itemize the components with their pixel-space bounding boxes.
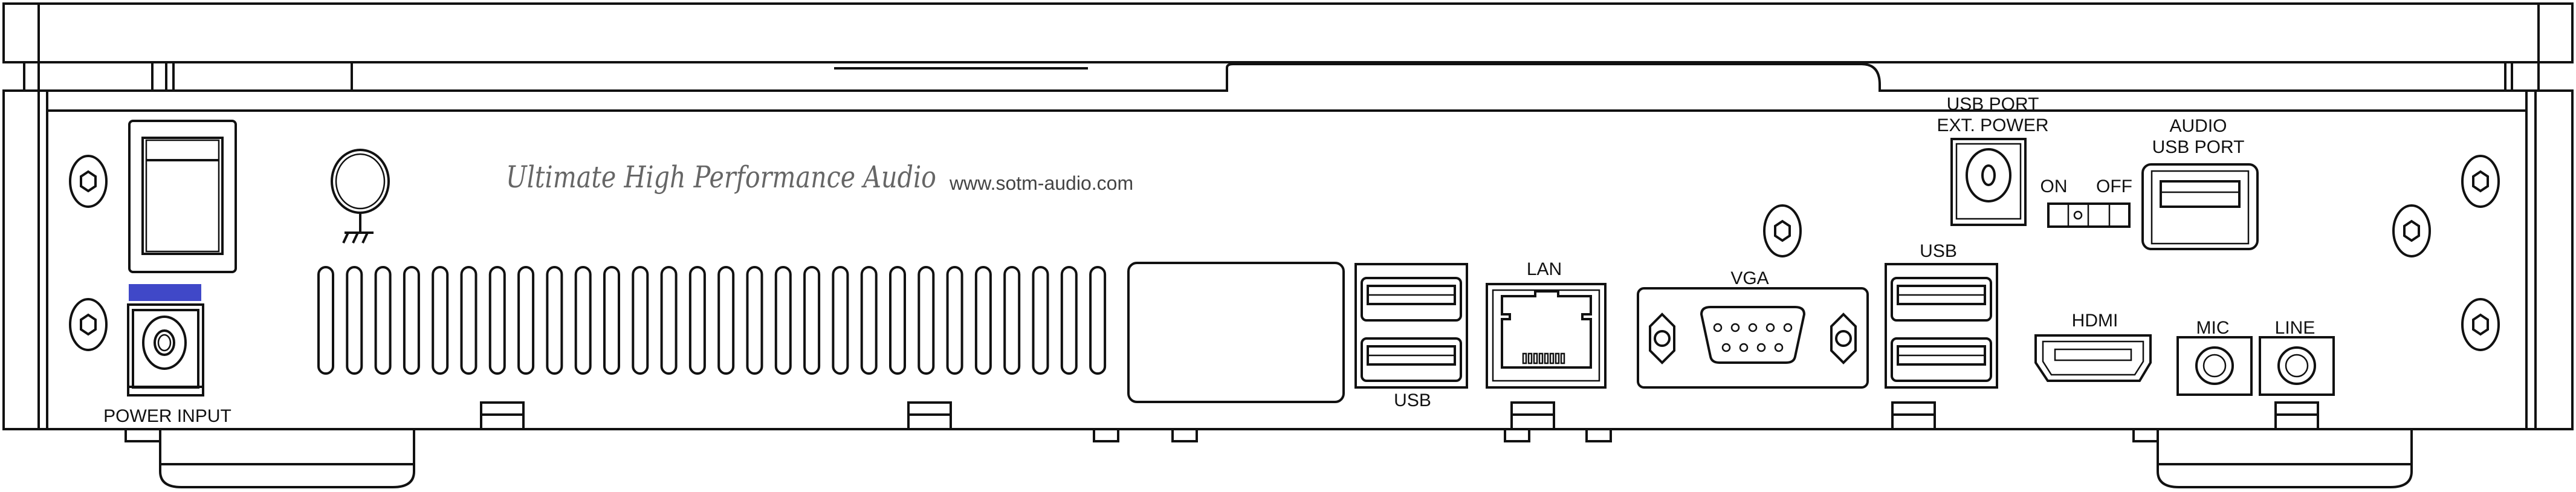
vent-slot xyxy=(603,266,620,375)
vent-slot xyxy=(574,266,592,375)
screw-icon xyxy=(69,155,108,208)
screw-icon xyxy=(69,298,108,351)
power-switch[interactable] xyxy=(128,120,237,273)
vent-slot xyxy=(717,266,735,375)
usb-port[interactable] xyxy=(1891,337,1992,382)
vent-slot xyxy=(946,266,963,375)
usb-power-toggle-switch[interactable] xyxy=(2047,202,2131,228)
switch-off-label: OFF xyxy=(2096,176,2132,196)
screw-icon xyxy=(2461,155,2500,208)
vent-slot xyxy=(1032,266,1049,375)
audio-usb-label-line2: USB PORT xyxy=(2152,137,2245,157)
vent-slot xyxy=(1060,266,1078,375)
vent-slot xyxy=(403,266,420,375)
vent-slot xyxy=(346,266,363,375)
lan-port[interactable] xyxy=(1486,283,1607,389)
vent-slot xyxy=(432,266,449,375)
vent-slot xyxy=(488,266,506,375)
audio-usb-label-line1: AUDIO xyxy=(2169,116,2227,136)
line-label: LINE xyxy=(2275,318,2315,338)
vent-slot xyxy=(917,266,935,375)
website-link: www.sotm-audio.com xyxy=(949,172,1133,194)
switch-on-label: ON xyxy=(2040,176,2068,196)
ground-terminal-icon xyxy=(331,149,390,244)
vent-slot xyxy=(374,266,392,375)
label-plate xyxy=(1127,262,1345,403)
vent-slot xyxy=(632,266,649,375)
vent-slot xyxy=(746,266,763,375)
hdmi-label: HDMI xyxy=(2072,311,2118,331)
usb-port[interactable] xyxy=(1361,337,1462,382)
ventilation-slots xyxy=(317,266,1107,375)
hdmi-port[interactable] xyxy=(2034,334,2152,382)
power-input-label: POWER INPUT xyxy=(103,406,231,426)
usb-port[interactable] xyxy=(1891,277,1992,322)
foot-left xyxy=(159,429,415,488)
usb-ext-power-label-line1: USB PORT xyxy=(1947,94,2039,114)
mic-jack[interactable] xyxy=(2176,336,2253,396)
foot-right xyxy=(2157,429,2413,488)
usb-left-label: USB xyxy=(1394,390,1431,410)
screw-icon xyxy=(2392,204,2431,257)
usb-ext-power-jack[interactable] xyxy=(1950,138,2027,226)
vga-port[interactable] xyxy=(1637,287,1869,389)
vent-slot xyxy=(660,266,678,375)
vent-slot xyxy=(517,266,535,375)
vent-slot xyxy=(974,266,992,375)
mic-label: MIC xyxy=(2196,318,2230,338)
vent-slot xyxy=(460,266,477,375)
vent-slot xyxy=(1089,266,1107,375)
usb-port[interactable] xyxy=(1361,277,1462,322)
lan-label: LAN xyxy=(1527,259,1562,279)
vent-slot xyxy=(317,266,334,375)
power-indicator-bar xyxy=(129,284,201,301)
screw-icon xyxy=(1763,204,1802,257)
vga-label: VGA xyxy=(1730,268,1769,288)
usb-right-label: USB xyxy=(1920,241,1957,261)
audio-usb-port[interactable] xyxy=(2141,163,2259,250)
power-input-jack[interactable] xyxy=(127,303,204,397)
vent-slot xyxy=(889,266,906,375)
line-jack[interactable] xyxy=(2259,336,2335,396)
vent-slot xyxy=(774,266,792,375)
vent-slot xyxy=(1003,266,1021,375)
vent-slot xyxy=(546,266,563,375)
usb-ports-left[interactable] xyxy=(1354,263,1468,389)
vent-slot xyxy=(803,266,821,375)
brand-slogan: Ultimate High Performance Audio xyxy=(506,160,936,195)
usb-ports-right[interactable] xyxy=(1885,263,1998,389)
top-lid xyxy=(2,2,2574,63)
chassis-body xyxy=(2,63,2574,430)
screw-icon xyxy=(2461,298,2500,351)
usb-ext-power-label-line2: EXT. POWER xyxy=(1937,115,2048,135)
vent-slot xyxy=(832,266,849,375)
vent-slot xyxy=(688,266,706,375)
vent-slot xyxy=(860,266,878,375)
bottom-tabs xyxy=(480,401,2319,430)
